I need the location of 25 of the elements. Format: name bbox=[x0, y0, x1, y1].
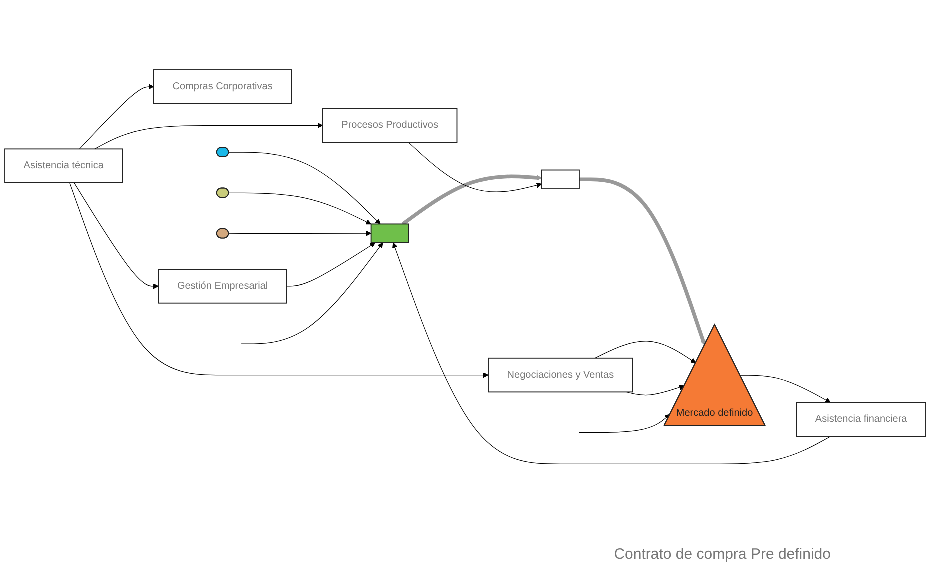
node-box: Gestión Empresarial bbox=[158, 270, 288, 304]
arrow bbox=[402, 175, 542, 226]
arrow bbox=[241, 243, 384, 345]
arrow bbox=[70, 183, 489, 378]
node-box bbox=[541, 170, 580, 190]
arrow bbox=[228, 231, 372, 237]
node-box: Asistencia técnica bbox=[4, 149, 124, 184]
node-box: Negociaciones y Ventas bbox=[488, 358, 634, 394]
node-box: Compras Corporativas bbox=[153, 70, 292, 105]
arrow bbox=[228, 152, 381, 225]
arrow bbox=[579, 414, 671, 434]
arrow bbox=[79, 84, 154, 150]
arrow bbox=[228, 193, 372, 226]
arrow bbox=[594, 342, 696, 364]
arrow bbox=[74, 183, 159, 290]
arrow bbox=[579, 178, 706, 346]
arrow bbox=[94, 123, 324, 150]
note-text: Contrato de compra Pre definido bbox=[614, 546, 831, 563]
arrow bbox=[740, 376, 832, 404]
arrow bbox=[392, 243, 832, 465]
arrow bbox=[408, 142, 542, 193]
arrow bbox=[286, 243, 376, 288]
node-box bbox=[370, 224, 410, 244]
node-box: Asistencia financiera bbox=[796, 402, 926, 438]
node-box: Procesos Productivos bbox=[322, 108, 458, 144]
